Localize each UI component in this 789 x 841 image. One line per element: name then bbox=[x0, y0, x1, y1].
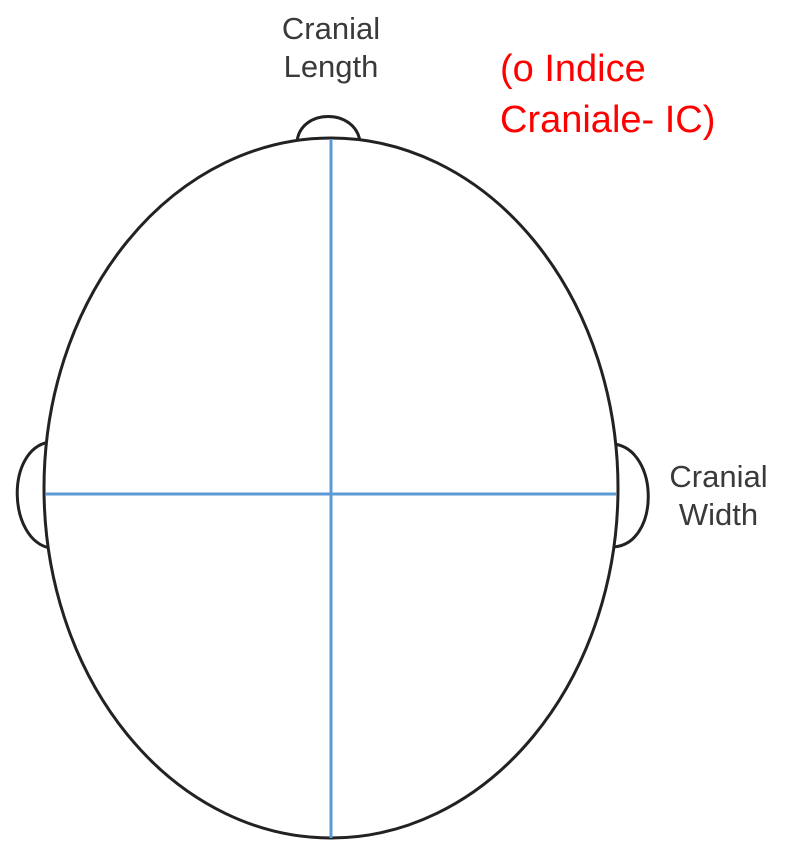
cranial-width-label-line2: Width bbox=[678, 497, 759, 532]
cranial-width-label-line1: Cranial bbox=[669, 459, 768, 494]
cranial-length-label: Cranial Length bbox=[226, 10, 436, 86]
left-ear-shape bbox=[15, 440, 51, 550]
cranial-index-note-line1: (o Indice bbox=[500, 48, 646, 90]
cranial-width-label: Cranial Width bbox=[648, 458, 789, 534]
cranial-length-label-line2: Length bbox=[283, 49, 379, 84]
cranial-index-note-line2: Craniale- IC) bbox=[500, 99, 716, 141]
cranial-index-note: (o Indice Craniale- IC) bbox=[500, 44, 789, 146]
nose-shape bbox=[295, 115, 362, 143]
right-ear-shape bbox=[611, 442, 650, 549]
cranial-length-label-line1: Cranial bbox=[281, 11, 381, 46]
